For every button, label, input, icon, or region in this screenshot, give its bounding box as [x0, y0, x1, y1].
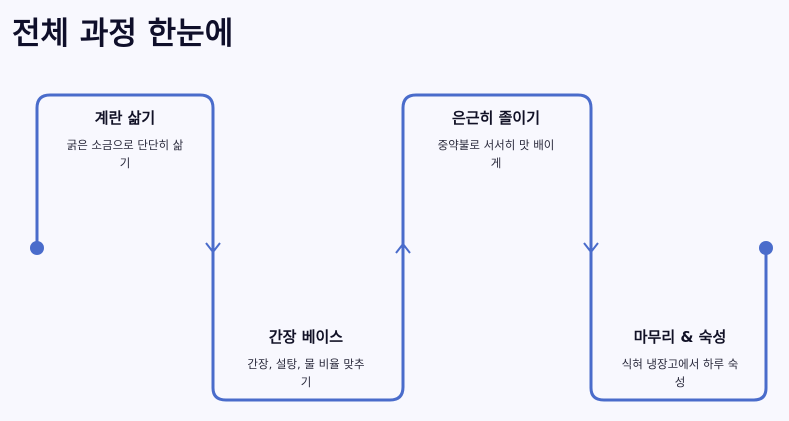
step-3: 은근히 졸이기 중약불로 서서히 맛 배이게	[411, 107, 581, 172]
end-dot	[759, 241, 773, 255]
page-title: 전체 과정 한눈에	[12, 16, 234, 52]
step-2: 간장 베이스 간장, 설탕, 물 비율 맞추기	[221, 326, 391, 391]
step-4: 마무리 & 숙성 식혀 냉장고에서 하루 숙성	[595, 326, 765, 391]
step-1: 계란 삶기 굵은 소금으로 단단히 삶기	[40, 107, 210, 172]
start-dot	[30, 241, 44, 255]
step-description: 식혀 냉장고에서 하루 숙성	[621, 357, 739, 389]
arrow-down-icon	[205, 242, 221, 254]
step-description: 간장, 설탕, 물 비율 맞추기	[247, 357, 365, 389]
step-title: 간장 베이스	[268, 328, 344, 346]
step-description: 중약불로 서서히 맛 배이게	[437, 138, 555, 170]
arrow-down-icon	[583, 242, 599, 254]
flow-path	[35, 93, 768, 402]
step-description: 굵은 소금으로 단단히 삶기	[66, 138, 184, 170]
step-title: 계란 삶기	[94, 109, 156, 127]
arrow-up-icon	[395, 242, 411, 254]
step-title: 마무리 & 숙성	[633, 328, 727, 346]
step-title: 은근히 졸이기	[451, 109, 541, 127]
